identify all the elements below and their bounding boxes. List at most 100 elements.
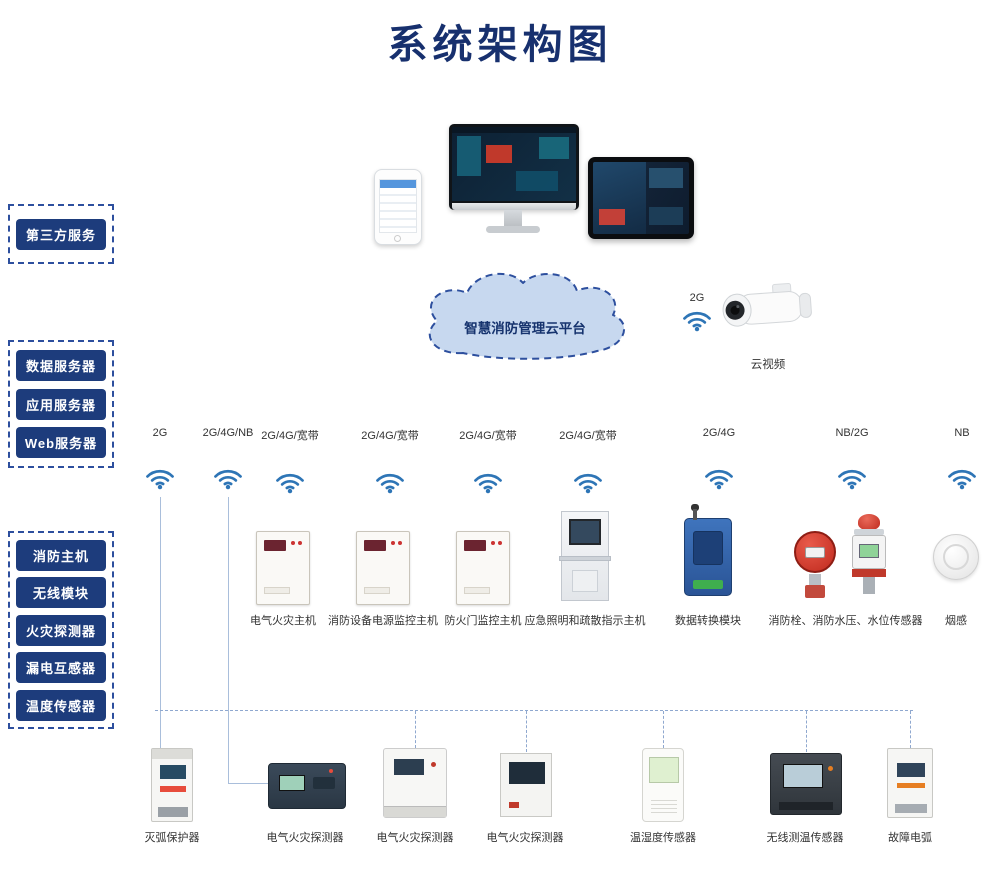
- power-monitor-host-device: [356, 531, 410, 605]
- wifi-icon: [213, 466, 243, 490]
- network-column-4: 2G/4G/宽带: [350, 427, 430, 499]
- device-lcd: [897, 763, 925, 777]
- group-item-data-server: 数据服务器: [16, 349, 106, 381]
- device-label: 故障电弧: [888, 832, 932, 844]
- device-label: 电气火灾探测器: [376, 832, 454, 844]
- temp-humidity-sensor-device: [642, 748, 684, 822]
- tablet-screen-red-widget: [599, 209, 625, 225]
- device-lcd: [394, 759, 424, 775]
- electrical-fire-detector-device-1: [268, 763, 346, 809]
- wifi-icon: [145, 466, 175, 490]
- water-level-sensor: [846, 514, 892, 600]
- module-panel: [693, 531, 723, 565]
- connector-line: [228, 783, 269, 784]
- electrical-fire-detector-device-2: [383, 748, 447, 818]
- monitor-stand-base: [486, 226, 540, 233]
- sensor-lcd: [859, 544, 879, 558]
- device-label: 消防栓、消防水压、水位传感器: [768, 615, 923, 627]
- wifi-icon: [375, 470, 405, 494]
- camera-network-label: 2G: [689, 292, 705, 304]
- group-item-web-server: Web服务器: [16, 427, 106, 459]
- fault-arc-device: [887, 748, 933, 818]
- wifi-icon: [473, 470, 503, 494]
- phone-home-button: [394, 235, 401, 242]
- smoke-detector-ring: [943, 544, 969, 570]
- device-led: [431, 762, 436, 767]
- group-item-leakage-transformer: 漏电互感器: [16, 652, 106, 683]
- monitor-screen: [452, 127, 576, 201]
- monitor-screen-topbar: [452, 127, 576, 133]
- device-bottom: [779, 802, 833, 810]
- network-column-6: 2G/4G/宽带: [548, 427, 628, 499]
- device-top: [152, 749, 192, 759]
- device-terminal: [158, 807, 188, 817]
- wifi-icon: [704, 466, 734, 490]
- network-type-label: 2G/4G/宽带: [361, 430, 419, 442]
- network-column-7: 2G/4G: [679, 427, 759, 495]
- sensor-display: [805, 547, 825, 558]
- data-conversion-module-device: [684, 504, 732, 596]
- sensor-band: [852, 569, 886, 577]
- page-title: 系统架构图: [387, 23, 613, 67]
- panel-slot: [364, 587, 390, 594]
- cloud-platform-label: 智慧消防管理云平台: [464, 321, 586, 336]
- monitor-screen-panel: [539, 137, 569, 159]
- device-label: 电气火灾探测器: [486, 832, 564, 844]
- network-column-3: 2G/4G/宽带: [250, 427, 330, 499]
- device-button: [509, 802, 519, 808]
- device-label: 电气火灾探测器: [266, 832, 344, 844]
- wifi-icon: [837, 466, 867, 490]
- phone-screen: [379, 179, 417, 233]
- device-vents: [651, 797, 677, 813]
- panel-slot: [464, 587, 490, 594]
- panel-led: [298, 541, 302, 545]
- smoke-detector-device: [933, 534, 979, 580]
- network-type-label: NB: [954, 427, 970, 439]
- device-category-group: 消防主机 无线模块 火灾探测器 漏电互感器 温度传感器: [8, 531, 114, 729]
- monitor-chin: [452, 203, 576, 210]
- network-column-1: 2G: [120, 427, 200, 495]
- device-label: 烟感: [945, 615, 967, 627]
- sensor-stem: [863, 577, 875, 594]
- device-label: 灭弧保护器: [144, 832, 200, 844]
- panel-display: [464, 540, 486, 551]
- module-antenna-stem: [693, 509, 697, 520]
- network-column-2: 2G/4G/NB: [188, 427, 268, 495]
- network-type-label: 2G/4G/NB: [202, 427, 254, 439]
- tablet-screen-tile: [649, 207, 683, 225]
- network-type-label: 2G/4G/宽带: [261, 430, 319, 442]
- panel-led: [491, 541, 495, 545]
- mobile-phone: [374, 169, 422, 245]
- connector-line: [160, 497, 161, 748]
- tablet-screen: [593, 162, 689, 234]
- panel-display: [364, 540, 386, 551]
- fire-door-host-device: [456, 531, 510, 605]
- device-label: 数据转换模块: [675, 615, 741, 627]
- sensor-ring: [854, 529, 884, 535]
- drop-dashed-line: [663, 711, 664, 748]
- device-terminal: [895, 804, 927, 813]
- desktop-monitor: [449, 124, 579, 210]
- group-item-wireless-module: 无线模块: [16, 577, 106, 608]
- panel-led: [291, 541, 295, 545]
- fire-hydrant-pressure-sensor: [794, 531, 838, 599]
- device-lcd: [279, 775, 305, 791]
- group-item-third-party: 第三方服务: [16, 218, 106, 250]
- device-keys: [313, 777, 335, 789]
- device-lcd: [783, 764, 823, 788]
- wireless-temp-sensor-device: [770, 753, 842, 815]
- tablet-screen-tile: [649, 168, 683, 188]
- connector-line: [228, 497, 229, 784]
- group-item-app-server: 应用服务器: [16, 388, 106, 420]
- drop-dashed-line: [415, 711, 416, 748]
- device-label: 无线测温传感器: [766, 832, 844, 844]
- device-label: 电气火灾主机: [250, 615, 316, 627]
- wifi-icon: [682, 308, 712, 332]
- cloud-shape: [428, 272, 625, 360]
- panel-display: [264, 540, 286, 551]
- drop-dashed-line: [526, 711, 527, 752]
- panel-led: [398, 541, 402, 545]
- arc-extinguisher-device: [151, 748, 193, 822]
- module-terminal: [693, 580, 723, 589]
